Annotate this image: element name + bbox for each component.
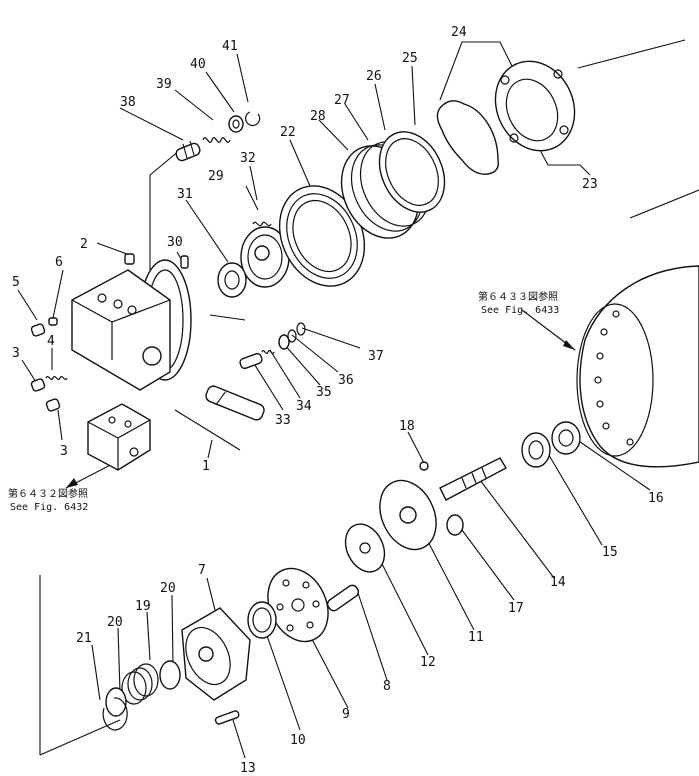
reference-fig-6432-jp: 第６４３２図参照: [8, 487, 88, 500]
part-label-31: 31: [177, 187, 193, 202]
part-label-9: 9: [342, 707, 350, 722]
plate-11: [379, 479, 437, 551]
part-label-16: 16: [648, 491, 664, 506]
part-label-24: 24: [451, 25, 467, 40]
part-label-6: 6: [55, 255, 63, 270]
part-label-33: 33: [275, 413, 291, 428]
valve-block: [87, 403, 151, 471]
part-label-17: 17: [508, 601, 524, 616]
plug-6: [48, 317, 58, 326]
part-label-3-lower: 3: [60, 444, 68, 459]
part-label-37: 37: [368, 349, 384, 364]
reference-fig-6433: 第６４３３図参照 See Fig. 6433: [478, 290, 559, 316]
part-label-36: 36: [338, 373, 354, 388]
gasket-24: [436, 100, 499, 175]
spool-1: [205, 385, 265, 421]
part-label-21: 21: [76, 631, 92, 646]
part-label-3-upper: 3: [12, 346, 20, 361]
pin-30: [180, 255, 189, 269]
part-label-27: 27: [334, 93, 350, 108]
plug-3-lower: [45, 398, 61, 412]
brake-plate-23: [494, 60, 576, 152]
part-label-38: 38: [120, 95, 136, 110]
snap-ring-41: [245, 111, 261, 127]
part-label-14: 14: [550, 575, 566, 590]
part-label-5: 5: [12, 275, 20, 290]
part-label-32: 32: [240, 151, 256, 166]
snap-ring-21: [102, 697, 128, 731]
bearing-16: [551, 421, 581, 455]
spring-4: [45, 375, 68, 381]
ball-18: [419, 461, 429, 471]
part-label-20-lower: 20: [107, 615, 123, 630]
sprocket-hub: [576, 265, 699, 468]
part-number-labels: 1 2 3 3 4 5 6 7 8 9 10 11 12 13 14 15 16…: [12, 25, 664, 776]
spring-39: [202, 137, 231, 143]
part-label-10: 10: [290, 733, 306, 748]
part-label-20-upper: 20: [160, 581, 176, 596]
part-label-8: 8: [383, 679, 391, 694]
part-label-11: 11: [468, 630, 484, 645]
ring-10: [247, 601, 277, 639]
part-label-18: 18: [399, 419, 415, 434]
bearing-15: [521, 432, 551, 468]
part-label-29: 29: [208, 169, 224, 184]
part-label-28: 28: [310, 109, 326, 124]
reference-fig-6432: 第６４３２図参照 See Fig. 6432: [8, 487, 88, 513]
cylinder-block-7: [181, 607, 251, 701]
part-label-7: 7: [198, 563, 206, 578]
part-label-2: 2: [80, 237, 88, 252]
bearing-31: [217, 262, 247, 298]
part-label-15: 15: [602, 545, 618, 560]
washer-12: [344, 523, 386, 573]
plug-3-upper: [30, 378, 46, 392]
shaft-14: [439, 457, 507, 501]
plug-5: [30, 323, 46, 337]
ring-36: [287, 329, 297, 343]
plunger-33: [239, 352, 263, 370]
part-label-26: 26: [366, 69, 382, 84]
reference-fig-6432-en: See Fig. 6432: [10, 502, 88, 513]
part-label-39: 39: [156, 77, 172, 92]
reference-fig-6433-jp: 第６４３３図参照: [478, 290, 558, 303]
washer-20-upper: [159, 660, 181, 690]
pin-8: [326, 584, 360, 612]
part-label-1: 1: [202, 459, 210, 474]
washer-20-lower: [105, 687, 127, 717]
part-label-25: 25: [402, 51, 418, 66]
part-label-41: 41: [222, 39, 238, 54]
part-label-12: 12: [420, 655, 436, 670]
relief-plunger-38: [175, 140, 201, 162]
part-label-23: 23: [582, 177, 598, 192]
pin-13: [214, 710, 240, 725]
collar-17: [446, 514, 464, 536]
spring-34: [261, 349, 275, 355]
bolt-2: [124, 253, 135, 265]
ring-40: [228, 115, 244, 133]
spring-32: [252, 221, 272, 227]
part-label-13: 13: [240, 761, 256, 776]
spring-19: [121, 663, 159, 705]
ring-37: [296, 322, 306, 336]
part-label-22: 22: [280, 125, 296, 140]
part-label-34: 34: [296, 399, 312, 414]
ring-22: [278, 185, 366, 287]
ring-35: [278, 334, 290, 350]
plate-29: [240, 226, 290, 288]
reference-fig-6433-en: See Fig. 6433: [481, 305, 559, 316]
valve-body: [71, 269, 171, 391]
ring-25: [378, 131, 446, 213]
part-label-19: 19: [135, 599, 151, 614]
part-label-35: 35: [316, 385, 332, 400]
part-label-4: 4: [47, 334, 55, 349]
part-label-40: 40: [190, 57, 206, 72]
part-label-30: 30: [167, 235, 183, 250]
